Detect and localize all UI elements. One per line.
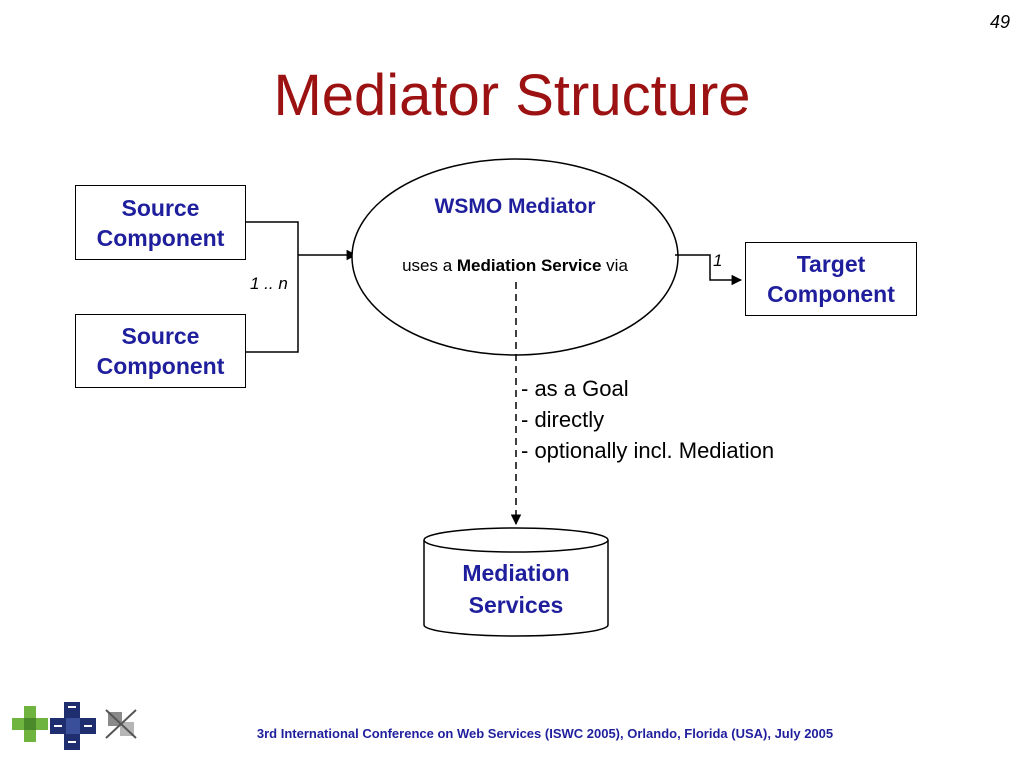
wsmx-logo-icon xyxy=(105,709,137,739)
target-component-line2: Component xyxy=(767,281,895,307)
target-component-line1: Target xyxy=(796,251,866,277)
footer-logos xyxy=(12,702,137,750)
mediation-services-line1: Mediation xyxy=(462,560,570,586)
footer-text: 3rd International Conference on Web Serv… xyxy=(256,726,834,741)
target-component-box: Target Component xyxy=(745,242,917,316)
source-component-box-1: Source Component xyxy=(75,185,246,260)
wsml-logo-icon xyxy=(50,702,96,750)
mediation-options-list: - as a Goal - directly - optionally incl… xyxy=(521,373,774,466)
mediator-ellipse xyxy=(351,158,679,356)
cardinality-target-label: 1 xyxy=(713,251,723,270)
slide-title: Mediator Structure xyxy=(273,63,751,128)
mediation-services-label: Mediation Services xyxy=(423,557,609,621)
source-component-box-2: Source Component xyxy=(75,314,246,388)
mediation-services-cylinder xyxy=(423,540,609,637)
option-item: - as a Goal xyxy=(521,376,629,401)
source-component-1-line2: Component xyxy=(96,224,225,251)
mediation-services-line2: Services xyxy=(468,592,564,618)
source-connector-line xyxy=(246,221,299,353)
mediation-services-cylinder-top xyxy=(423,527,609,553)
mediator-sub-bold: Mediation Service xyxy=(456,256,602,275)
option-item: - optionally incl. Mediation xyxy=(521,438,775,463)
mediator-to-target-arrow xyxy=(675,254,743,286)
wsmo-logo-icon xyxy=(12,706,48,742)
mediator-sub-prefix: uses a xyxy=(402,256,457,275)
source-component-1-line1: Source xyxy=(121,194,200,221)
mediator-title: WSMO Mediator xyxy=(434,195,596,218)
option-item: - directly xyxy=(521,407,605,432)
mediator-subtitle: uses a Mediation Service via xyxy=(360,256,670,276)
mediator-sub-suffix: via xyxy=(601,256,628,275)
cardinality-source-label: 1 .. n xyxy=(250,274,288,293)
page-number: 49 xyxy=(989,12,1010,32)
source-component-2-line2: Component xyxy=(96,353,225,379)
source-component-2-line1: Source xyxy=(121,323,200,349)
